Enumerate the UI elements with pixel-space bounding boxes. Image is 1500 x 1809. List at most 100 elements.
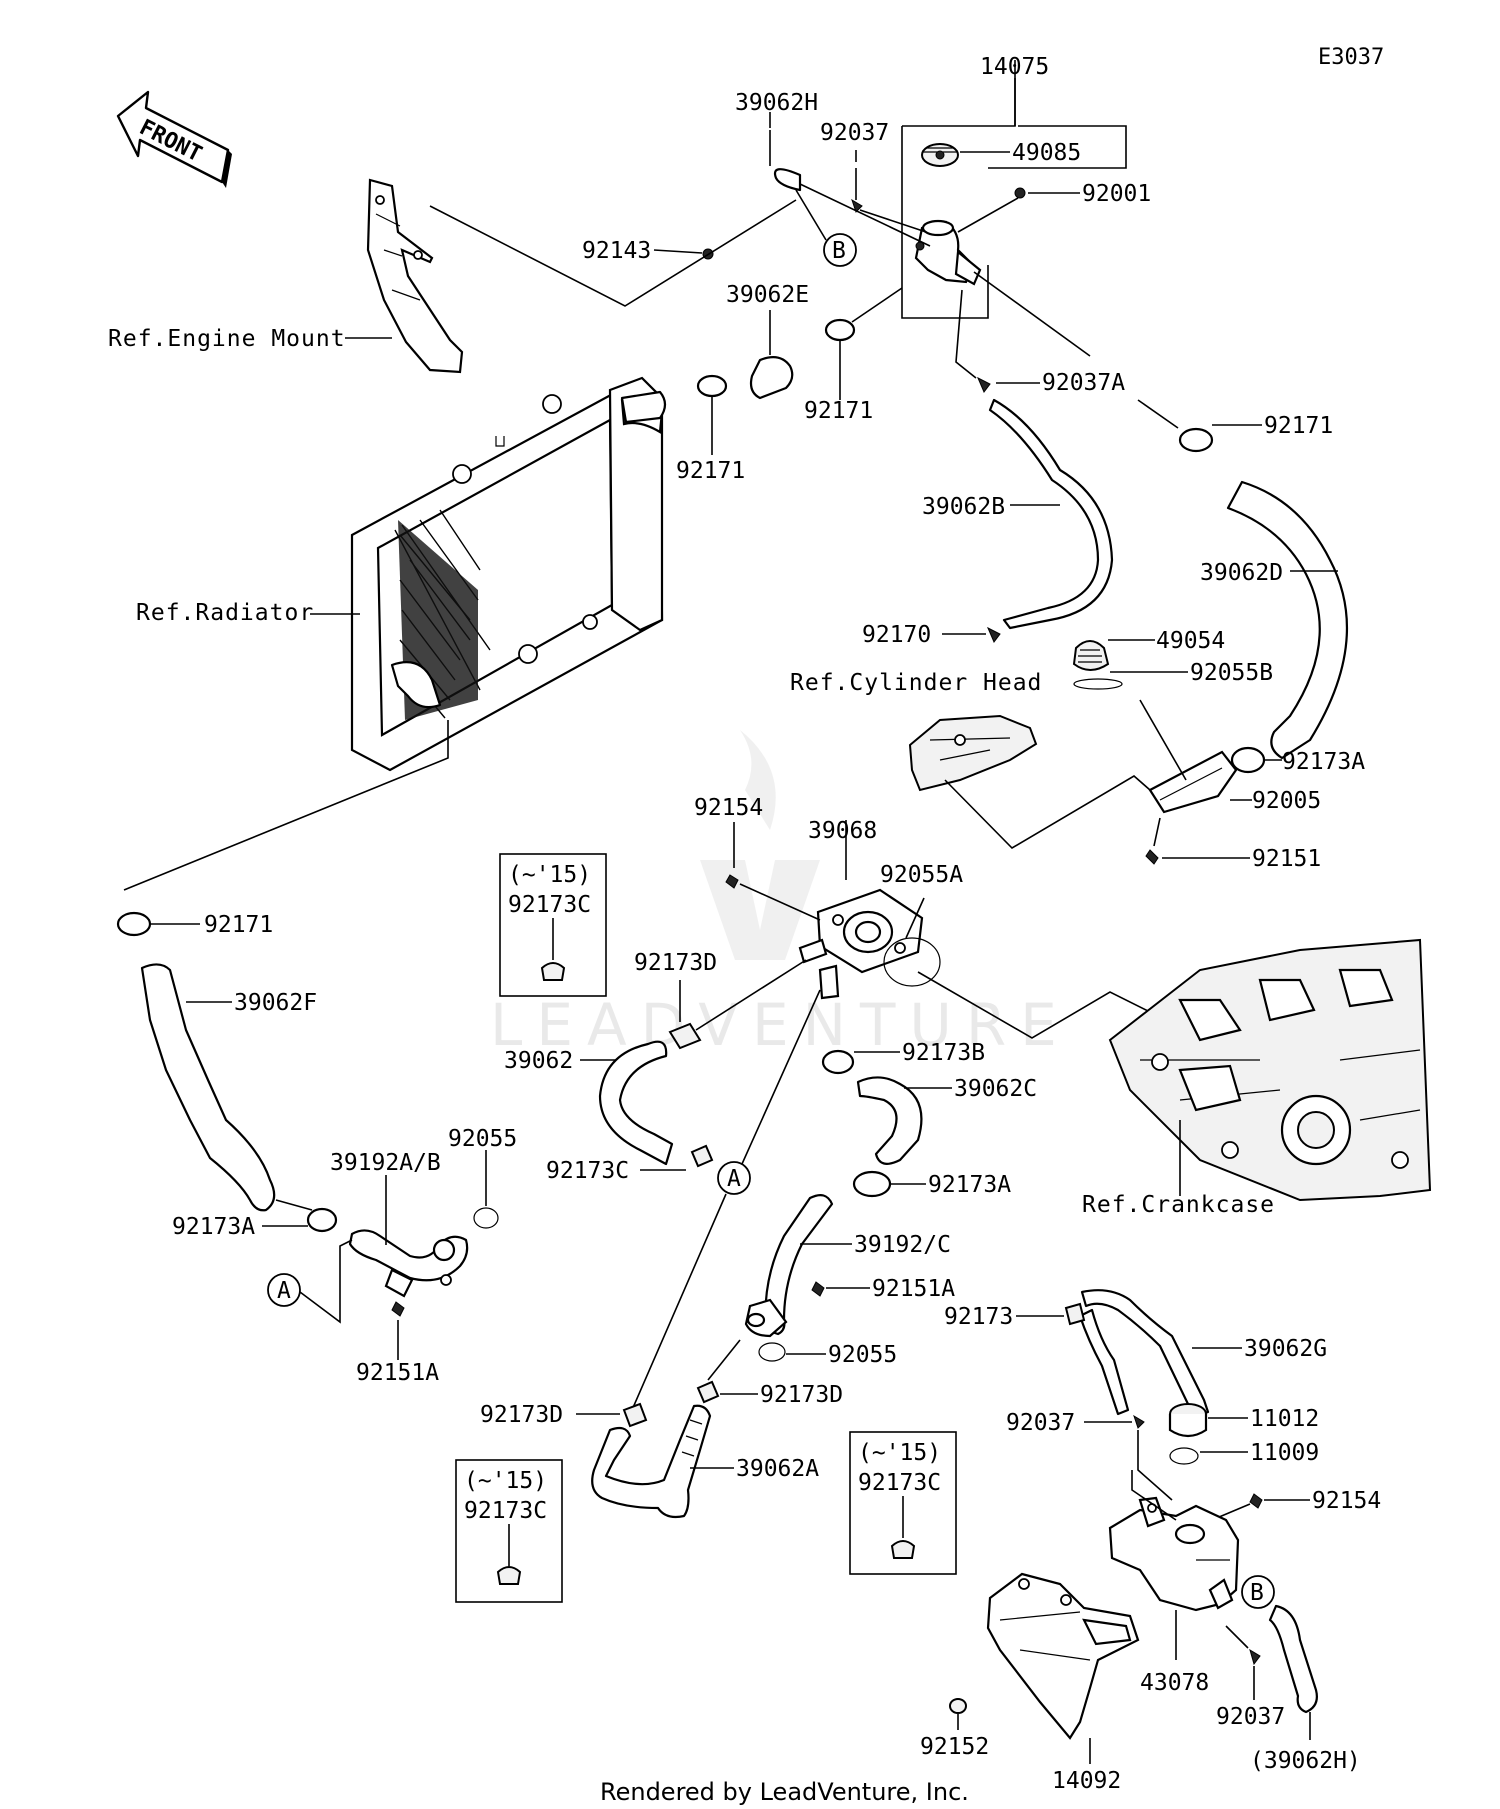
screw-92001 — [1014, 187, 1026, 199]
part-14092: 14092 — [1052, 1768, 1121, 1794]
part-92173D-c: 92173D — [480, 1402, 563, 1428]
part-92171-c: 92171 — [1264, 413, 1333, 439]
bolt-92154-bot — [1249, 1493, 1263, 1509]
radiator — [350, 376, 667, 772]
clamp-92173A-m — [852, 1170, 892, 1198]
radiator-cap-49085 — [921, 143, 959, 167]
part-43078: 43078 — [1140, 1670, 1209, 1696]
gasket-11009 — [1169, 1447, 1199, 1465]
hose-39062A — [591, 1404, 712, 1519]
oil-cooler-39068 — [798, 888, 924, 1000]
variant-box-1-years: (~'15) — [508, 862, 591, 888]
part-92154-bot: 92154 — [1312, 1488, 1381, 1514]
connector-b-label-bottom: B — [1250, 1580, 1264, 1606]
variant-box-2-years: (~'15) — [464, 1468, 547, 1494]
clamp-92171-c — [1178, 427, 1214, 453]
cylinder-head — [908, 714, 1038, 792]
clip-92037-top — [851, 198, 863, 213]
part-39062C: 39062C — [954, 1076, 1037, 1102]
part-92151A-l: 92151A — [356, 1360, 439, 1386]
variant-box-1: (~'15) 92173C — [499, 853, 607, 997]
part-39062H-ref: (39062H) — [1250, 1748, 1361, 1774]
front-arrow-icon: FRONT — [116, 90, 232, 188]
connector-a-label-left: A — [277, 1278, 291, 1304]
ref-engine-mount: Ref.Engine Mount — [108, 326, 346, 352]
clip-92170 — [987, 626, 1001, 643]
crankcase — [1108, 938, 1432, 1202]
watermark-text: LEADVENTURE — [490, 991, 1071, 1059]
hose-39062C — [856, 1076, 923, 1165]
part-11012: 11012 — [1250, 1406, 1319, 1432]
clamp-92173D-a — [668, 1022, 702, 1050]
hose-39062B — [988, 398, 1114, 630]
part-49054: 49054 — [1156, 628, 1225, 654]
variant-box-3-years: (~'15) — [858, 1440, 941, 1466]
diagram-code: E3037 — [1318, 45, 1384, 70]
part-92173D-a: 92173D — [634, 950, 717, 976]
gasket-92055B — [1073, 678, 1123, 690]
oring-92055A — [883, 937, 941, 987]
part-92055-m: 92055 — [828, 1342, 897, 1368]
variant-box-2-part: 92173C — [464, 1498, 547, 1524]
part-92001: 92001 — [1082, 181, 1151, 207]
part-39068: 39068 — [808, 818, 877, 844]
clamp-92171-b — [824, 318, 856, 342]
filler-neck — [914, 219, 982, 286]
tank-cover-14092 — [986, 1572, 1140, 1740]
part-92173A-l: 92173A — [172, 1214, 255, 1240]
connector-b-bottom — [1241, 1575, 1275, 1609]
watermark: LEADVENTURE — [490, 730, 1071, 1059]
ref-cylinder-head: Ref.Cylinder Head — [790, 670, 1042, 696]
connector-a-mid — [717, 1161, 751, 1195]
oring-92055-m — [758, 1342, 786, 1362]
part-92171-b: 92171 — [804, 398, 873, 424]
part-92055B: 92055B — [1190, 660, 1273, 686]
part-92173: 92173 — [944, 1304, 1013, 1330]
part-92152: 92152 — [920, 1734, 989, 1760]
oring-92055-l — [473, 1207, 499, 1229]
connector-b-label-top: B — [832, 238, 846, 264]
engine-mount-bracket — [366, 178, 464, 374]
part-92151A-r: 92151A — [872, 1276, 955, 1302]
ref-crankcase: Ref.Crankcase — [1082, 1192, 1275, 1218]
grommet-92152 — [949, 1698, 967, 1714]
bolt-92154-mid — [725, 874, 739, 889]
part-39062: 39062 — [504, 1048, 573, 1074]
part-49085: 49085 — [1012, 140, 1081, 166]
variant-box-1-part: 92173C — [508, 892, 591, 918]
part-92005: 92005 — [1252, 788, 1321, 814]
part-92173D-b: 92173D — [760, 1382, 843, 1408]
part-92037-bot: 92037 — [1006, 1410, 1075, 1436]
variant-box-2: (~'15) 92173C — [455, 1459, 563, 1603]
part-92154-mid: 92154 — [694, 795, 763, 821]
part-39192AB: 39192A/B — [330, 1150, 441, 1176]
clamp-92173 — [1064, 1302, 1086, 1326]
clamp-92173D-c — [622, 1402, 648, 1428]
part-92171-d: 92171 — [204, 912, 273, 938]
part-92037A: 92037A — [1042, 370, 1125, 396]
part-92173A-m: 92173A — [928, 1172, 1011, 1198]
reservoir-tank-43078 — [1108, 1496, 1240, 1612]
clamp-92173A-l — [306, 1207, 338, 1233]
part-39062G: 39062G — [1244, 1336, 1327, 1362]
part-92037-top: 92037 — [820, 120, 889, 146]
part-92170: 92170 — [862, 622, 931, 648]
variant-box-3-part: 92173C — [858, 1470, 941, 1496]
tank-cap-11012 — [1168, 1403, 1208, 1438]
clip-92037-bot — [1133, 1414, 1145, 1429]
part-39062A: 39062A — [736, 1456, 819, 1482]
part-92151: 92151 — [1252, 846, 1321, 872]
ref-radiator: Ref.Radiator — [136, 600, 314, 626]
connector-a-label-mid: A — [727, 1166, 741, 1192]
connector-a-left — [267, 1273, 301, 1307]
clamp-92173D-b — [696, 1380, 720, 1404]
clamp-92171-d — [116, 911, 152, 937]
fitting-92005 — [1148, 750, 1238, 814]
hose-39062 — [598, 1040, 674, 1166]
bolt-92151A-l — [391, 1301, 405, 1317]
part-92171-a: 92171 — [676, 458, 745, 484]
part-39062F: 39062F — [234, 990, 317, 1016]
part-92173C: 92173C — [546, 1158, 629, 1184]
connector-b-top — [823, 233, 857, 267]
